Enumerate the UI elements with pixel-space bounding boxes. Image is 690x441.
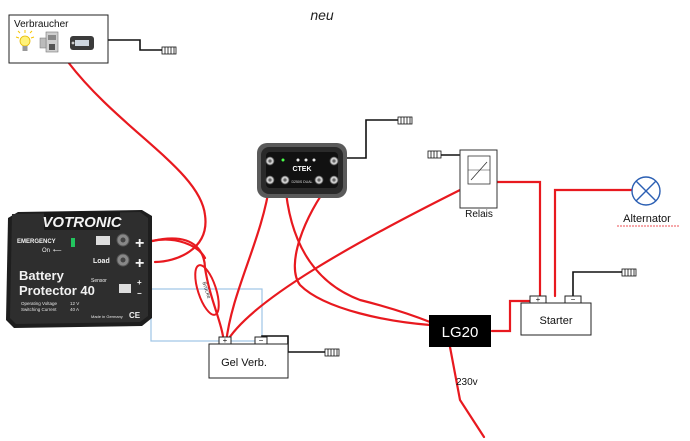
gel-battery: + − Gel Verb. (208, 336, 289, 379)
emergency-arrow-icon: ⟵ (53, 248, 62, 254)
wire-ctek-to-lg20 (293, 181, 432, 327)
connector-icon (621, 268, 637, 277)
lg20-label: LG20 (442, 324, 479, 341)
wire-ctek-to-gel (224, 180, 272, 345)
starter-plus: + (536, 295, 541, 304)
starter-battery-label: Starter (539, 315, 572, 327)
terminal-screw (116, 233, 130, 247)
wire-relais-to-starter (495, 180, 542, 298)
consumer-box: Verbraucher (8, 14, 109, 64)
made-in-label: Made in Germany (91, 314, 123, 319)
bridge-note: Brücke (201, 281, 212, 299)
terminal-plus: + (135, 255, 144, 272)
sensor-label: Sensor (91, 278, 107, 284)
bridge-oval (194, 264, 220, 316)
radio-icon (70, 36, 94, 50)
spec-current-value: 40 A (70, 307, 79, 312)
protector-title-line1: Battery (19, 268, 65, 283)
wire-lg20-to-starter (490, 299, 539, 333)
wire-consumer-ground (108, 39, 162, 51)
emergency-led (71, 238, 75, 247)
consumer-label: Verbraucher (14, 19, 69, 30)
load-label: Load (93, 258, 110, 265)
ctek-terminal (265, 156, 275, 166)
gel-battery-label: Gel Verb. (221, 357, 267, 369)
alternator-label: Alternator (623, 213, 671, 225)
terminal-plus: + (137, 278, 142, 287)
connector-icon (427, 150, 442, 159)
ctek-terminal (280, 175, 290, 185)
wire-starter-ground (572, 271, 622, 296)
ctek-terminal (314, 175, 324, 185)
protector-brand: VOTRONIC (42, 214, 122, 231)
ctek-terminal (329, 175, 339, 185)
spec-voltage-value: 12 V (70, 301, 79, 306)
starter-battery: + − Starter (520, 295, 592, 336)
terminal-screw (116, 253, 130, 267)
ctek-terminal (329, 156, 339, 166)
red-wires (66, 60, 634, 439)
connector-icon (161, 46, 177, 55)
connector-icon (324, 348, 340, 357)
gel-minus: − (259, 336, 264, 345)
wire-consumer-to-load (66, 60, 207, 264)
spec-current-label: Switching Current (21, 307, 57, 312)
wire-ctek-ground (342, 119, 398, 159)
battery-protector: VOTRONIC EMERGENCY On ⟵ Load Sensor + + … (6, 210, 152, 328)
starter-minus: − (571, 295, 576, 304)
alternator: Alternator (617, 176, 679, 227)
wire-mains (448, 345, 486, 439)
relais: Relais (459, 149, 498, 220)
relais-label: Relais (465, 209, 493, 220)
ctek-model: D250S DUAL (291, 180, 312, 184)
wire-alternator-to-starter (553, 188, 634, 298)
wire-loop (150, 238, 207, 260)
ctek-brand: CTEK (292, 166, 311, 173)
terminal-plus: + (135, 235, 144, 252)
status-leds (281, 158, 316, 162)
gel-plus: + (223, 336, 228, 345)
spec-voltage-label: Operating Voltage (21, 301, 58, 306)
wire-protector-to-gel (150, 237, 226, 345)
lg20-charger: LG20 230v (429, 315, 491, 388)
protector-title-line2: Protector 40 (19, 283, 95, 298)
wire-ctek-to-relais (283, 180, 432, 324)
coffee-machine-icon (39, 31, 59, 53)
connectors (161, 46, 637, 357)
lightbulb-icon (15, 30, 35, 51)
wire-gel-to-relais (224, 188, 462, 345)
ctek-charger: CTEK D250S DUAL (257, 143, 347, 198)
ce-mark: CE (129, 311, 141, 320)
terminal-minus: − (137, 289, 142, 298)
load-icon (96, 236, 110, 245)
battery-icon (119, 284, 131, 293)
emergency-on-label: On (42, 248, 50, 254)
mains-label: 230v (456, 377, 478, 388)
emergency-label: EMERGENCY (17, 239, 56, 245)
connector-icon (397, 116, 413, 125)
diagram-title: neu (310, 7, 334, 23)
ctek-terminal (265, 175, 275, 185)
